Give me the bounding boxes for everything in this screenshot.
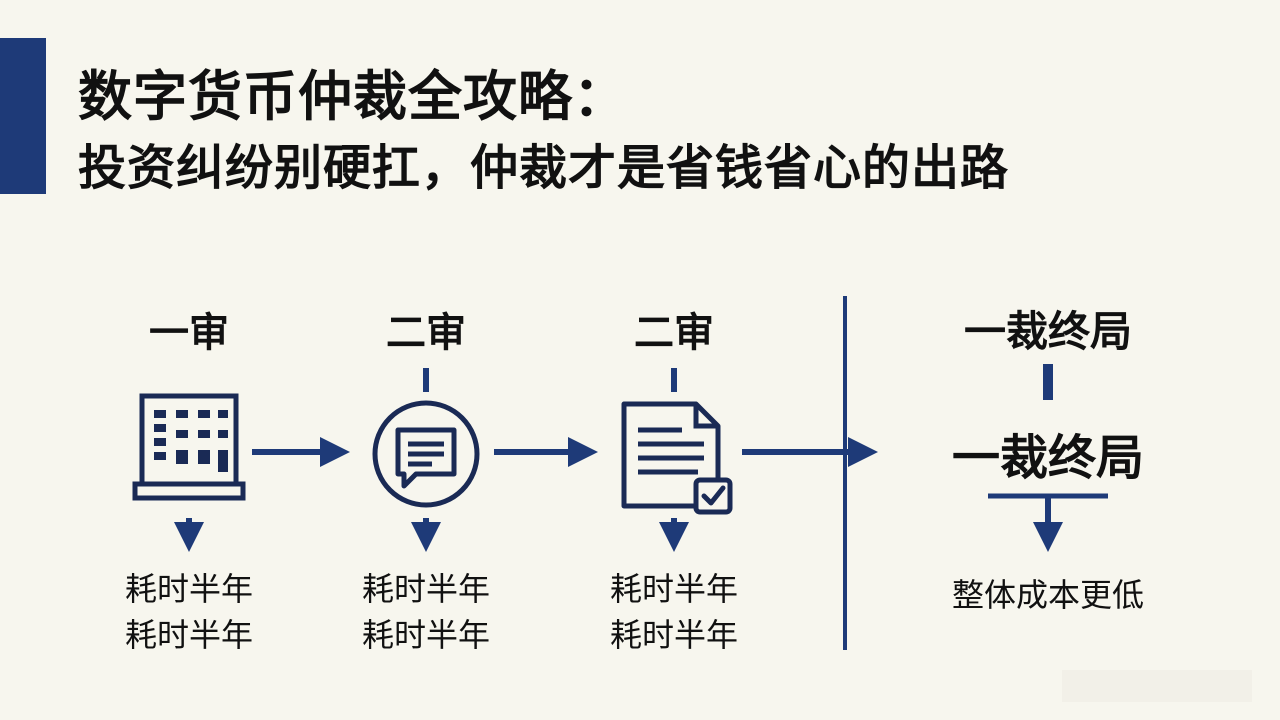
stage2-note-line1: 耗时半年 xyxy=(361,570,490,608)
watermark xyxy=(1062,670,1252,702)
page-title: 数字货币仲裁全攻略： xyxy=(78,65,628,128)
stage2-note-line2: 耗时半年 xyxy=(361,616,490,654)
accent-bar xyxy=(0,38,46,194)
chat-document-icon xyxy=(372,400,480,508)
arbitration-label-top: 一裁终局 xyxy=(963,307,1132,356)
stage-label-third: 二审 xyxy=(634,310,714,356)
stage2-note: 耗时半年 耗时半年 xyxy=(316,566,536,658)
stage3-note-line1: 耗时半年 xyxy=(609,570,738,608)
page-subtitle: 投资纠纷别硬扛，仲裁才是省钱省心的出路 xyxy=(78,140,1010,196)
stage3-note: 耗时半年 耗时半年 xyxy=(564,566,784,658)
stage3-note-line2: 耗时半年 xyxy=(609,616,738,654)
stage1-note-line2: 耗时半年 xyxy=(124,616,253,654)
arbitration-result: 整体成本更低 xyxy=(951,576,1144,614)
arbitration-label-main: 一裁终局 xyxy=(951,430,1144,486)
document-check-icon xyxy=(621,401,733,515)
stage-label-second-trial: 二审 xyxy=(386,310,466,356)
stage1-note: 耗时半年 耗时半年 xyxy=(79,566,299,658)
court-building-icon xyxy=(132,393,246,501)
stage1-note-line1: 耗时半年 xyxy=(124,570,253,608)
stage-label-first-trial: 一审 xyxy=(149,310,229,356)
